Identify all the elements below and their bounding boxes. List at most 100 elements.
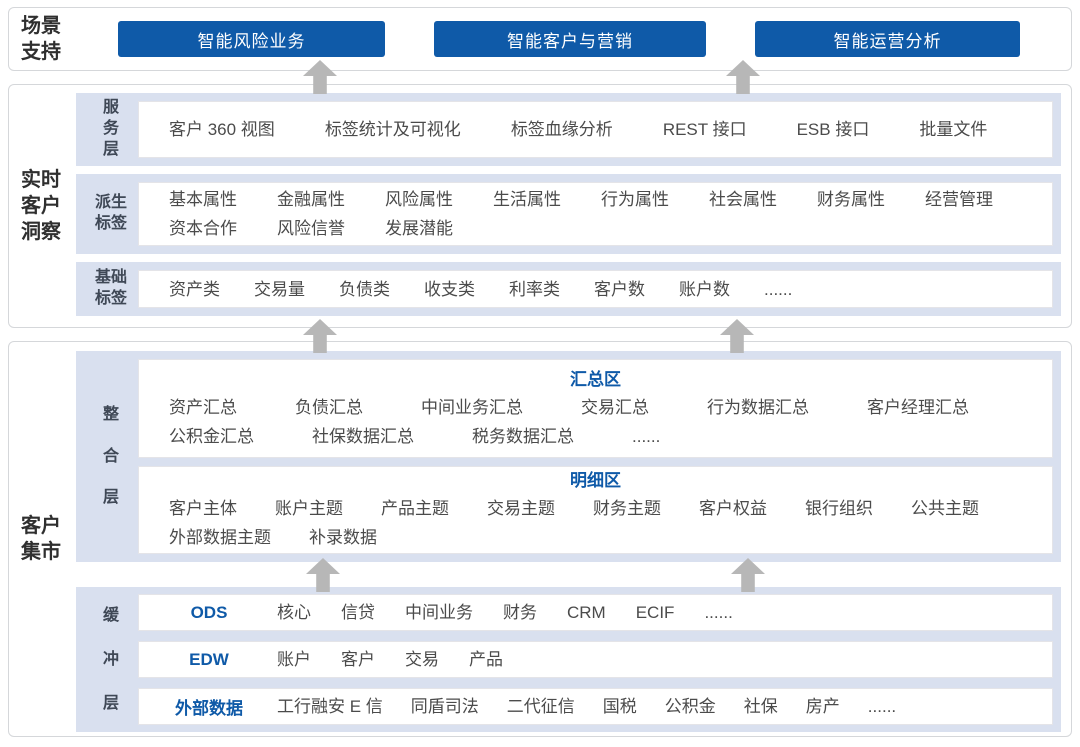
- item-label: 社保数据汇总: [312, 426, 414, 446]
- detail-area-title: 明细区: [570, 471, 621, 490]
- item-label: 批量文件: [919, 120, 988, 139]
- item-label: CRM: [567, 603, 606, 622]
- item-label: 负债类: [339, 279, 390, 299]
- item-label: 产品主题: [381, 499, 449, 518]
- base-tags-row: 基础 标签 资产类交易量负债类收支类利率类客户数账户数......: [76, 262, 1061, 316]
- ods-label: ODS: [190, 602, 228, 622]
- item-label: 客户 360 视图: [169, 120, 275, 139]
- item-label: 经营管理: [925, 190, 993, 209]
- item-label: 财务主题: [593, 499, 661, 518]
- scenario-support-section: 场景 支持 智能风险业务 智能客户与营销 智能运营分析: [8, 7, 1072, 71]
- item-label: 公积金: [664, 697, 716, 716]
- service-layer-items: 客户 360 视图 标签统计及可视化 标签血缘分析 REST 接口 ESB 接口 批量文件: [139, 115, 1052, 144]
- item-label: 利率类: [509, 279, 560, 299]
- item-label: ECIF: [635, 603, 675, 622]
- item-label: 社保: [743, 697, 778, 716]
- base-tags-items: 资产类 交易量 负债类 收支类 利率类 客户数 账户数......: [139, 275, 1052, 304]
- item-label: 核心: [277, 603, 311, 622]
- detail-area-items-line2: 外部数据主题 补录数据: [139, 523, 1052, 552]
- item-label: ......: [704, 603, 733, 622]
- scenario-button-operations-analysis[interactable]: 智能运营分析: [755, 21, 1020, 57]
- scenario-button-risk[interactable]: 智能风险业务: [118, 21, 385, 57]
- item-label: 交易: [405, 650, 439, 669]
- item-label: ESB 接口: [796, 120, 870, 139]
- service-layer-label: 服 务 层: [102, 99, 119, 158]
- item-label: 收支类: [424, 279, 475, 299]
- detail-area-box: 明细区 客户主体 账户主题 产品主题 交易主题 财务主题 客户权益 银行组织 公共主题 外部数…: [138, 466, 1053, 554]
- section-label-scenario-support: 场景 支持: [21, 15, 61, 63]
- section-label-customer-mart: 客户 集市: [21, 515, 61, 563]
- external-data-row: 外部数据 工行融安 E 信 同盾司法 二代征信 国税 公积金 社保 房产......: [138, 688, 1053, 725]
- item-label: 工行融安 E 信: [277, 697, 383, 716]
- item-label: 生活属性: [493, 190, 561, 209]
- edw-items: 账户 客户 交易 产品: [277, 645, 503, 674]
- item-label: 行为数据汇总: [707, 397, 809, 417]
- item-label: 银行组织: [805, 499, 873, 518]
- item-label: 账户: [277, 650, 311, 669]
- item-label: 标签血缘分析: [510, 120, 613, 139]
- item-label: 中间业务: [405, 603, 473, 622]
- item-label: 客户主体: [169, 499, 237, 518]
- item-label: 补录数据: [309, 528, 377, 547]
- item-label: 中间业务汇总: [421, 397, 523, 417]
- item-label: 基本属性: [169, 190, 237, 209]
- item-label: 客户: [341, 650, 375, 669]
- item-label: 公共主题: [911, 499, 979, 518]
- item-label: 财务属性: [817, 190, 885, 209]
- item-label: 资产汇总: [169, 397, 237, 417]
- derived-tags-label: 派生 标签: [94, 194, 127, 232]
- item-label: 负债汇总: [295, 397, 363, 417]
- section-label-realtime-insight: 实时 客户 洞察: [21, 169, 61, 243]
- service-layer-row: 服 务 层 客户 360 视图 标签统计及可视化 标签血缘分析 REST 接口 ESB …: [76, 93, 1061, 166]
- item-label: 房产: [805, 697, 840, 716]
- item-label: 税务数据汇总: [472, 426, 574, 446]
- item-label: 公积金汇总: [169, 426, 254, 446]
- item-label: 社会属性: [709, 190, 777, 209]
- item-label: 行为属性: [601, 190, 669, 209]
- integration-layer-label: 整 合 层: [102, 406, 119, 507]
- summary-area-items-line1: 资产汇总 负债汇总 中间业务汇总 交易汇总 行为数据汇总 客户经理汇总: [139, 393, 1052, 422]
- item-label: 标签统计及可视化: [324, 120, 461, 139]
- buffer-layer-label: 缓 冲 层: [102, 606, 119, 712]
- item-label: 资产类: [169, 279, 220, 299]
- item-label: ......: [764, 279, 793, 299]
- scenario-button-row: 智能风险业务 智能客户与营销 智能运营分析: [118, 21, 1020, 57]
- external-data-items: 工行融安 E 信 同盾司法 二代征信 国税 公积金 社保 房产......: [277, 692, 896, 721]
- item-label: 客户权益: [699, 499, 767, 518]
- item-label: 风险属性: [385, 190, 453, 209]
- item-label: 产品: [469, 650, 503, 669]
- item-label: ......: [867, 697, 897, 716]
- item-label: 交易量: [254, 279, 305, 299]
- summary-area-items-line2: 公积金汇总 社保数据汇总 税务数据汇总......: [139, 422, 1052, 451]
- item-label: 金融属性: [277, 190, 345, 209]
- external-data-label: 外部数据: [175, 699, 243, 718]
- item-label: ......: [632, 426, 661, 446]
- item-label: 账户主题: [275, 499, 343, 518]
- derived-tags-items-line2: 资本合作风险信誉发展潜能: [139, 214, 1052, 243]
- item-label: 交易主题: [487, 499, 555, 518]
- item-label: 客户经理汇总: [867, 397, 969, 417]
- customer-mart-section: 客户 集市 整 合 层 汇总区 资产汇总 负债汇总 中间业务汇总 交易汇总 行为数据汇总…: [8, 341, 1072, 737]
- item-label: 外部数据主题: [169, 528, 271, 547]
- item-label: 国税: [602, 697, 637, 716]
- item-label: 发展潜能: [385, 219, 453, 238]
- scenario-button-customer-marketing[interactable]: 智能客户与营销: [434, 21, 706, 57]
- item-label: 账户数: [679, 279, 730, 299]
- derived-tags-row: 派生 标签 基本属性 金融属性 风险属性 生活属性 行为属性 社会属性 财务属性 经营管理 资…: [76, 174, 1061, 254]
- item-label: 同盾司法: [410, 697, 479, 716]
- item-label: 交易汇总: [581, 397, 649, 417]
- summary-area-box: 汇总区 资产汇总 负债汇总 中间业务汇总 交易汇总 行为数据汇总 客户经理汇总 公积金汇总…: [138, 359, 1053, 458]
- item-label: REST 接口: [662, 120, 747, 139]
- edw-row: EDW 账户 客户 交易 产品: [138, 641, 1053, 678]
- detail-area-items-line1: 客户主体 账户主题 产品主题 交易主题 财务主题 客户权益 银行组织 公共主题: [139, 494, 1052, 523]
- item-label: 客户数: [594, 279, 645, 299]
- derived-tags-items-line1: 基本属性 金融属性 风险属性 生活属性 行为属性 社会属性 财务属性 经营管理: [139, 185, 1052, 214]
- item-label: 信贷: [341, 603, 375, 622]
- summary-area-title: 汇总区: [570, 369, 621, 389]
- edw-label: EDW: [189, 649, 229, 669]
- item-label: 资本合作: [169, 219, 237, 238]
- item-label: 二代征信: [506, 697, 575, 716]
